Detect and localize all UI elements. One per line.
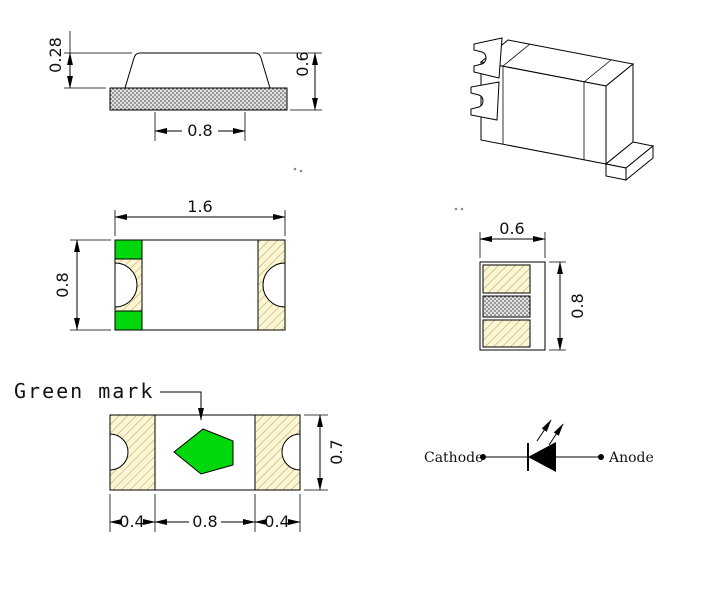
bottom-view-right-notch: [281, 433, 301, 471]
dim-text-top-height: 0.28: [46, 37, 65, 73]
end-view-dimension-height: 0.8: [549, 261, 587, 351]
side-view-body: [124, 52, 271, 89]
end-view: 0.6 0.8: [479, 219, 587, 351]
led-symbol: Cathode Anode: [424, 419, 654, 472]
dim-text-width: 0.8: [53, 272, 72, 297]
iso-bottom-flange-end: [625, 144, 654, 182]
bottom-view-green-mark: [173, 428, 234, 475]
dim-text-right-pad: 0.4: [264, 512, 289, 531]
top-view-dimension-width: 0.8: [53, 239, 111, 331]
green-mark-callout: Green mark: [14, 379, 204, 421]
end-view-bottom-terminal: [482, 319, 531, 348]
stray-marks: [293, 167, 464, 211]
iso-terminal-edges: [502, 43, 612, 160]
green-mark-label: Green mark: [14, 379, 154, 403]
anode-node-dot: [598, 454, 604, 460]
top-view-green-mark-top: [114, 239, 143, 260]
dim-text-left-pad: 0.4: [119, 512, 144, 531]
side-view-dimension-top-height: 0.28: [46, 31, 132, 89]
end-view-top-terminal: [482, 264, 531, 294]
top-view-right-notch: [262, 262, 286, 308]
iso-view: [470, 37, 655, 182]
top-view: 1.6 0.8: [53, 197, 286, 331]
dim-text-base-width: 0.8: [187, 121, 212, 140]
top-view-body: [114, 239, 286, 331]
dim-text-bottom-body-width: 0.7: [327, 439, 346, 464]
diode-triangle: [528, 442, 556, 472]
bottom-view-left-notch: [109, 433, 129, 471]
end-view-center-metal: [482, 295, 531, 318]
end-view-dimension-width: 0.6: [479, 219, 546, 258]
side-view-base-terminal: [109, 87, 288, 111]
anode-label: Anode: [608, 450, 654, 466]
green-mark-leader-line: [160, 391, 204, 421]
side-view: 0.28 0.6 0.8: [46, 31, 322, 141]
cathode-label: Cathode: [424, 450, 483, 466]
emission-arrow-icon: [536, 419, 552, 442]
dim-text-end-height: 0.8: [568, 293, 587, 318]
dim-text-center-gap: 0.8: [192, 512, 217, 531]
top-view-dimension-length: 1.6: [114, 197, 286, 236]
dim-text-end-width: 0.6: [499, 219, 524, 238]
emission-arrow-icon: [548, 423, 564, 446]
dim-text-length: 1.6: [187, 197, 212, 216]
dim-text-total-height: 0.6: [293, 51, 312, 76]
iso-castellation-lower: [470, 81, 500, 121]
bottom-view-dimension-pads: 0.4 0.8 0.4: [109, 494, 301, 532]
bottom-view: Green mark 0.7 0.4 0.8 0.4: [14, 379, 346, 532]
side-view-dimension-total-height: 0.6: [263, 51, 322, 111]
side-view-dimension-base-width: 0.8: [154, 112, 246, 141]
bottom-view-dimension-body-width: 0.7: [304, 414, 346, 491]
top-view-left-notch: [114, 262, 138, 308]
top-view-green-mark-bottom: [114, 310, 143, 331]
iso-castellation-upper: [473, 37, 503, 79]
